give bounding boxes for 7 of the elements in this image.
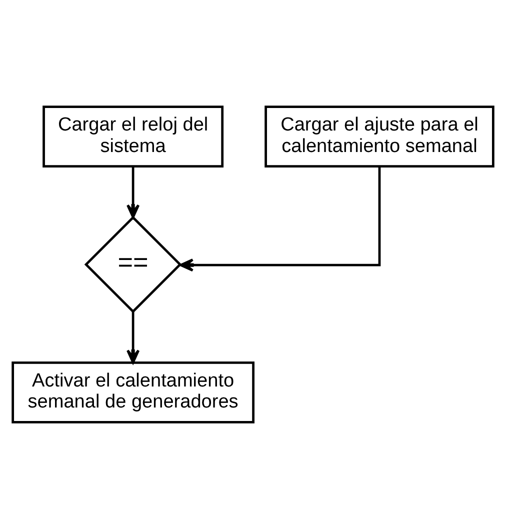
arrow <box>126 166 140 218</box>
arrow <box>126 312 140 364</box>
arrow <box>180 166 381 272</box>
node-box: Activar el calentamiento semanal de generadores <box>12 362 254 424</box>
node-diamond: == <box>84 216 182 314</box>
node-box: Cargar el reloj del sistema <box>42 106 224 168</box>
node-box: Cargar el ajuste para el calentamiento semanal <box>264 106 494 168</box>
